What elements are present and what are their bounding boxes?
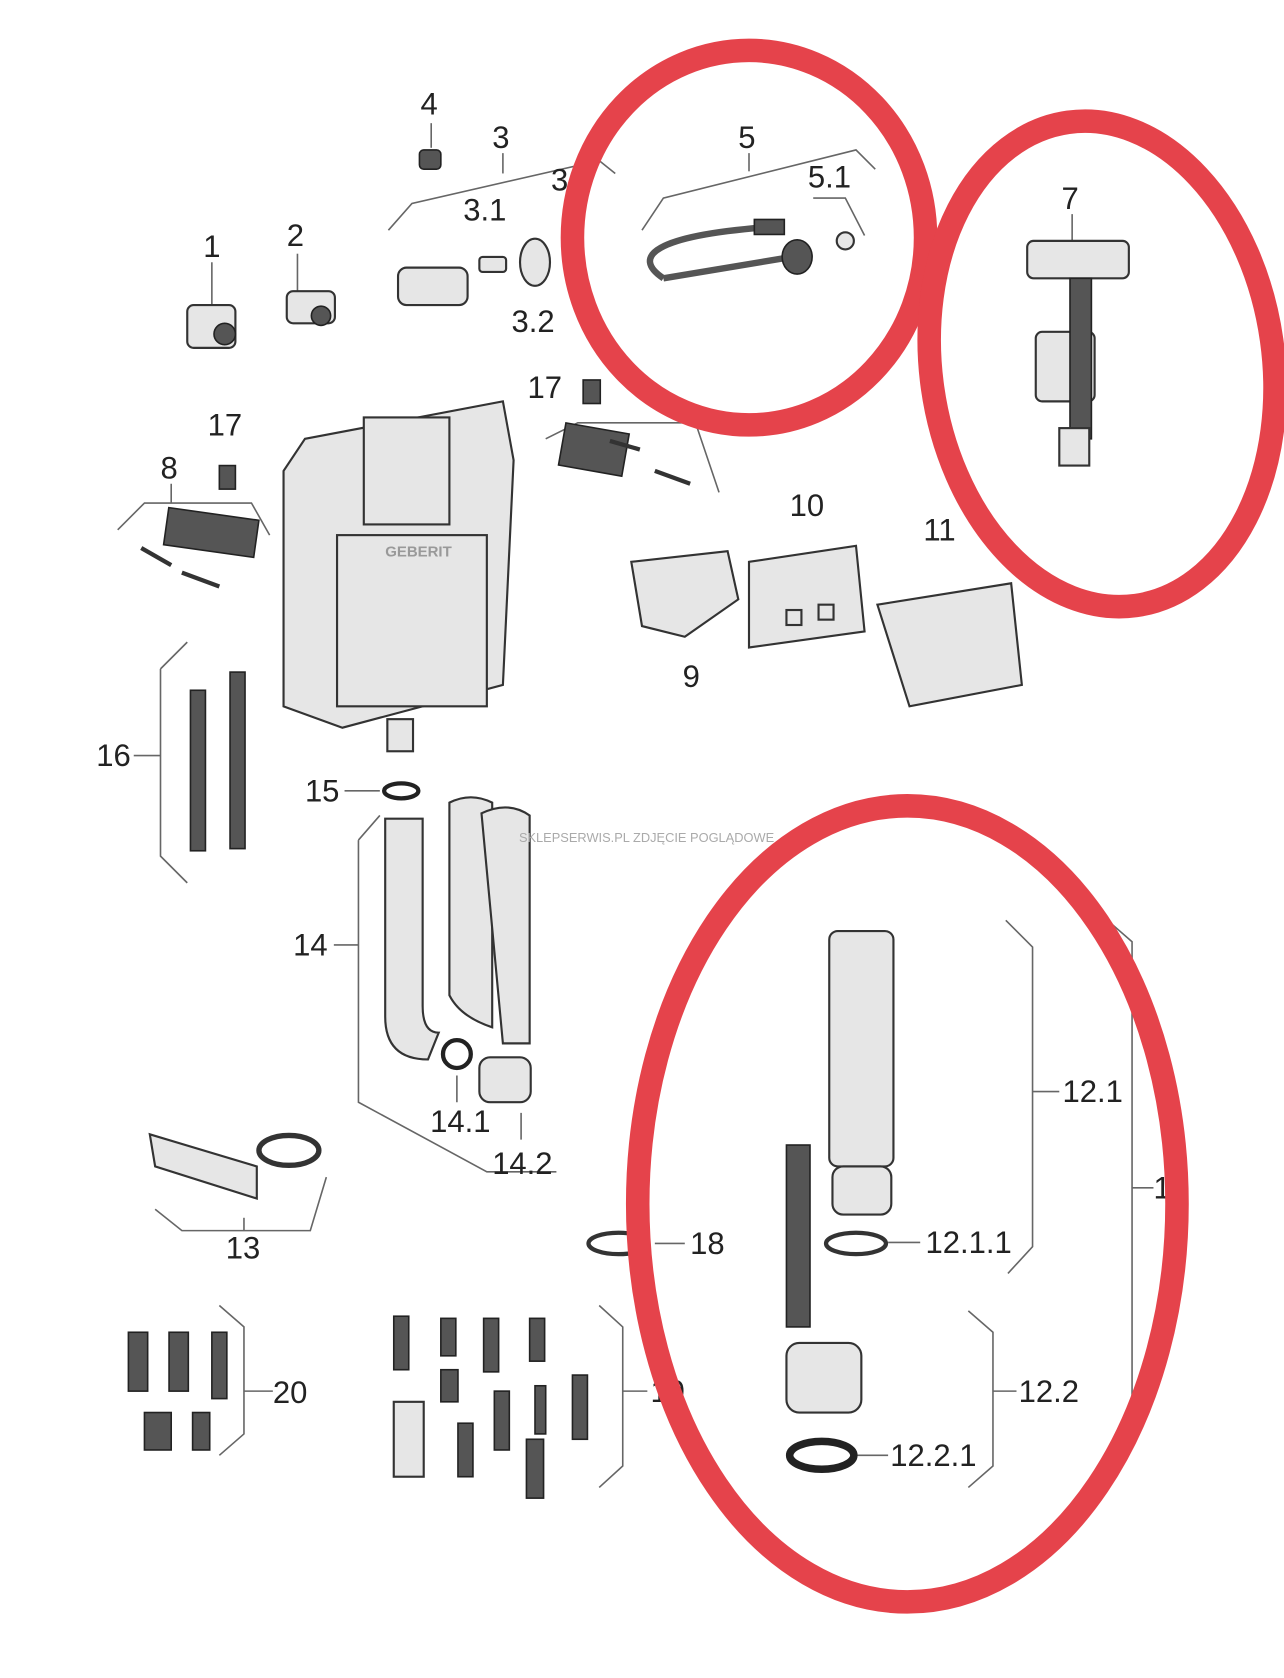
label-12-1: 12.1 bbox=[1063, 1074, 1123, 1109]
label-9: 9 bbox=[683, 659, 700, 694]
label-12-1-1: 12.1.1 bbox=[926, 1225, 1012, 1260]
part-2-angle-valve bbox=[285, 290, 336, 327]
part-5-hose bbox=[646, 218, 855, 282]
part-15-seal bbox=[381, 781, 421, 801]
cistern-brand-logo: GEBERIT bbox=[385, 544, 452, 561]
highlight-circle-hose bbox=[560, 38, 938, 437]
label-14: 14 bbox=[293, 928, 328, 963]
part-6-bracket bbox=[557, 421, 691, 486]
watermark: SKLEPSERWIS.PL ZDJĘCIE POGLĄDOWE bbox=[519, 830, 774, 845]
part-16-rails bbox=[189, 671, 246, 852]
label-3: 3 bbox=[492, 120, 509, 155]
label-20: 20 bbox=[273, 1375, 308, 1410]
label-13: 13 bbox=[226, 1230, 261, 1265]
label-14-1: 14.1 bbox=[430, 1104, 490, 1139]
label-11: 11 bbox=[923, 512, 955, 547]
label-12-2-1: 12.2.1 bbox=[890, 1438, 976, 1473]
part-17-clip bbox=[218, 379, 602, 490]
part-9-actuator bbox=[630, 550, 740, 638]
part-cistern: GEBERIT bbox=[282, 400, 515, 753]
highlight-circle-fill-valve bbox=[917, 109, 1284, 619]
label-10: 10 bbox=[790, 488, 825, 523]
part-8-bracket bbox=[140, 506, 260, 589]
part-14-flush-pipe bbox=[384, 796, 532, 1104]
label-17-right: 17 bbox=[528, 370, 563, 405]
label-5: 5 bbox=[738, 120, 755, 155]
label-15: 15 bbox=[305, 774, 339, 809]
part-1-elbow bbox=[186, 304, 237, 349]
label-17-left: 17 bbox=[208, 408, 242, 443]
label-1: 1 bbox=[203, 229, 220, 264]
highlight-circles bbox=[560, 38, 1284, 1614]
label-3-2: 3.2 bbox=[511, 304, 554, 339]
label-8: 8 bbox=[161, 450, 178, 485]
highlight-circle-flush-valve bbox=[625, 794, 1189, 1614]
label-4: 4 bbox=[421, 87, 438, 122]
part-10-frame bbox=[747, 544, 866, 649]
label-2: 2 bbox=[287, 218, 304, 253]
part-12-flush-valve bbox=[785, 929, 895, 1473]
label-5-1: 5.1 bbox=[808, 159, 851, 194]
part-4-cap bbox=[418, 149, 442, 170]
label-7: 7 bbox=[1061, 181, 1078, 216]
label-3-1: 3.1 bbox=[463, 193, 506, 228]
part-19-clips bbox=[392, 1315, 589, 1499]
label-18: 18 bbox=[690, 1226, 724, 1261]
part-20-clips bbox=[127, 1331, 228, 1451]
part-3-connector bbox=[396, 237, 552, 307]
part-13-bracket bbox=[148, 1132, 322, 1200]
label-14-2: 14.2 bbox=[492, 1146, 552, 1181]
leader-lines bbox=[117, 123, 1154, 1489]
label-12-2: 12.2 bbox=[1019, 1374, 1079, 1409]
label-16: 16 bbox=[96, 738, 131, 773]
part-7-fill-valve bbox=[1026, 239, 1130, 467]
part-11-cover bbox=[876, 582, 1024, 708]
